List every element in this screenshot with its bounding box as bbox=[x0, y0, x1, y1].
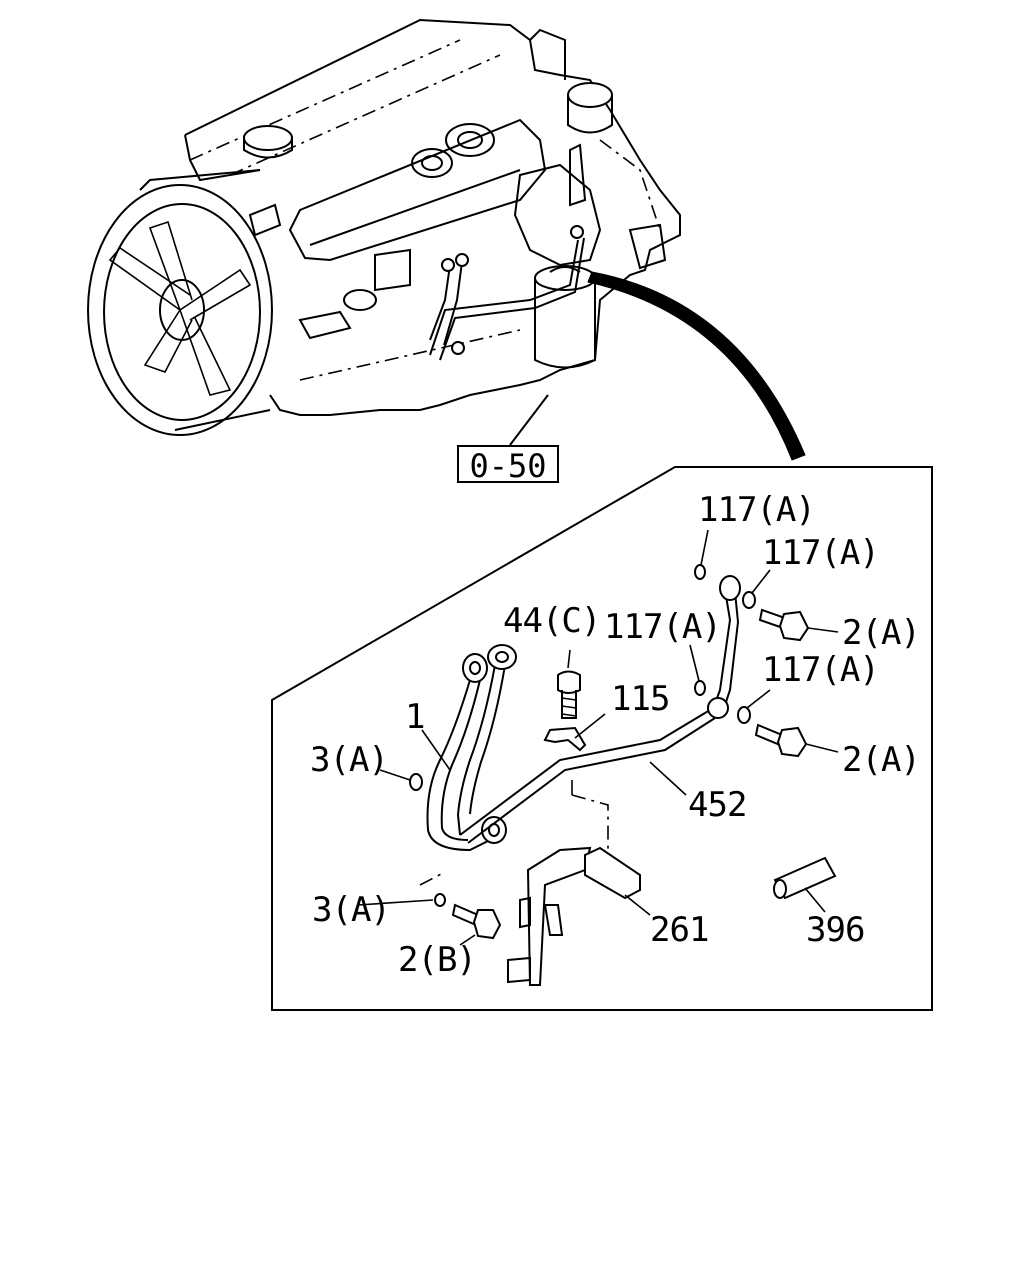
washer-117a-1 bbox=[694, 564, 706, 580]
label-44c: 44(C) bbox=[503, 601, 601, 641]
washer-117a-3 bbox=[694, 680, 706, 696]
washer-117a-2 bbox=[742, 591, 756, 609]
fasteners bbox=[409, 564, 837, 986]
detail-frame bbox=[271, 466, 933, 1011]
label-3a-2: 3(A) bbox=[312, 890, 391, 930]
washer-3a-1 bbox=[409, 773, 423, 791]
label-1: 1 bbox=[405, 697, 426, 737]
label-261: 261 bbox=[650, 910, 709, 950]
engine-illustration bbox=[87, 18, 806, 461]
label-115: 115 bbox=[611, 679, 670, 719]
label-117a-2: 117(A) bbox=[762, 533, 880, 573]
label-2a-2: 2(A) bbox=[842, 740, 921, 780]
label-117a-1: 117(A) bbox=[698, 490, 816, 530]
label-396: 396 bbox=[806, 910, 865, 950]
bolt-2b bbox=[451, 903, 502, 940]
label-452: 452 bbox=[688, 785, 747, 825]
bolt-2a-lower bbox=[754, 723, 808, 758]
washer-3a-2 bbox=[434, 893, 446, 907]
pipe-assembly bbox=[426, 575, 741, 852]
bolt-44c bbox=[557, 670, 581, 719]
bolt-2a-upper bbox=[758, 608, 810, 642]
label-2b: 2(B) bbox=[398, 940, 477, 980]
label-2a-1: 2(A) bbox=[842, 613, 921, 653]
leader-lines bbox=[357, 529, 839, 946]
reference-box: 0-50 bbox=[457, 445, 559, 485]
clip-115 bbox=[543, 726, 587, 752]
label-117a-4: 117(A) bbox=[762, 650, 880, 690]
label-3a-1: 3(A) bbox=[310, 740, 389, 780]
bracket-261 bbox=[507, 780, 641, 986]
label-117a-3: 117(A) bbox=[604, 607, 722, 647]
washer-117a-4 bbox=[737, 706, 751, 724]
